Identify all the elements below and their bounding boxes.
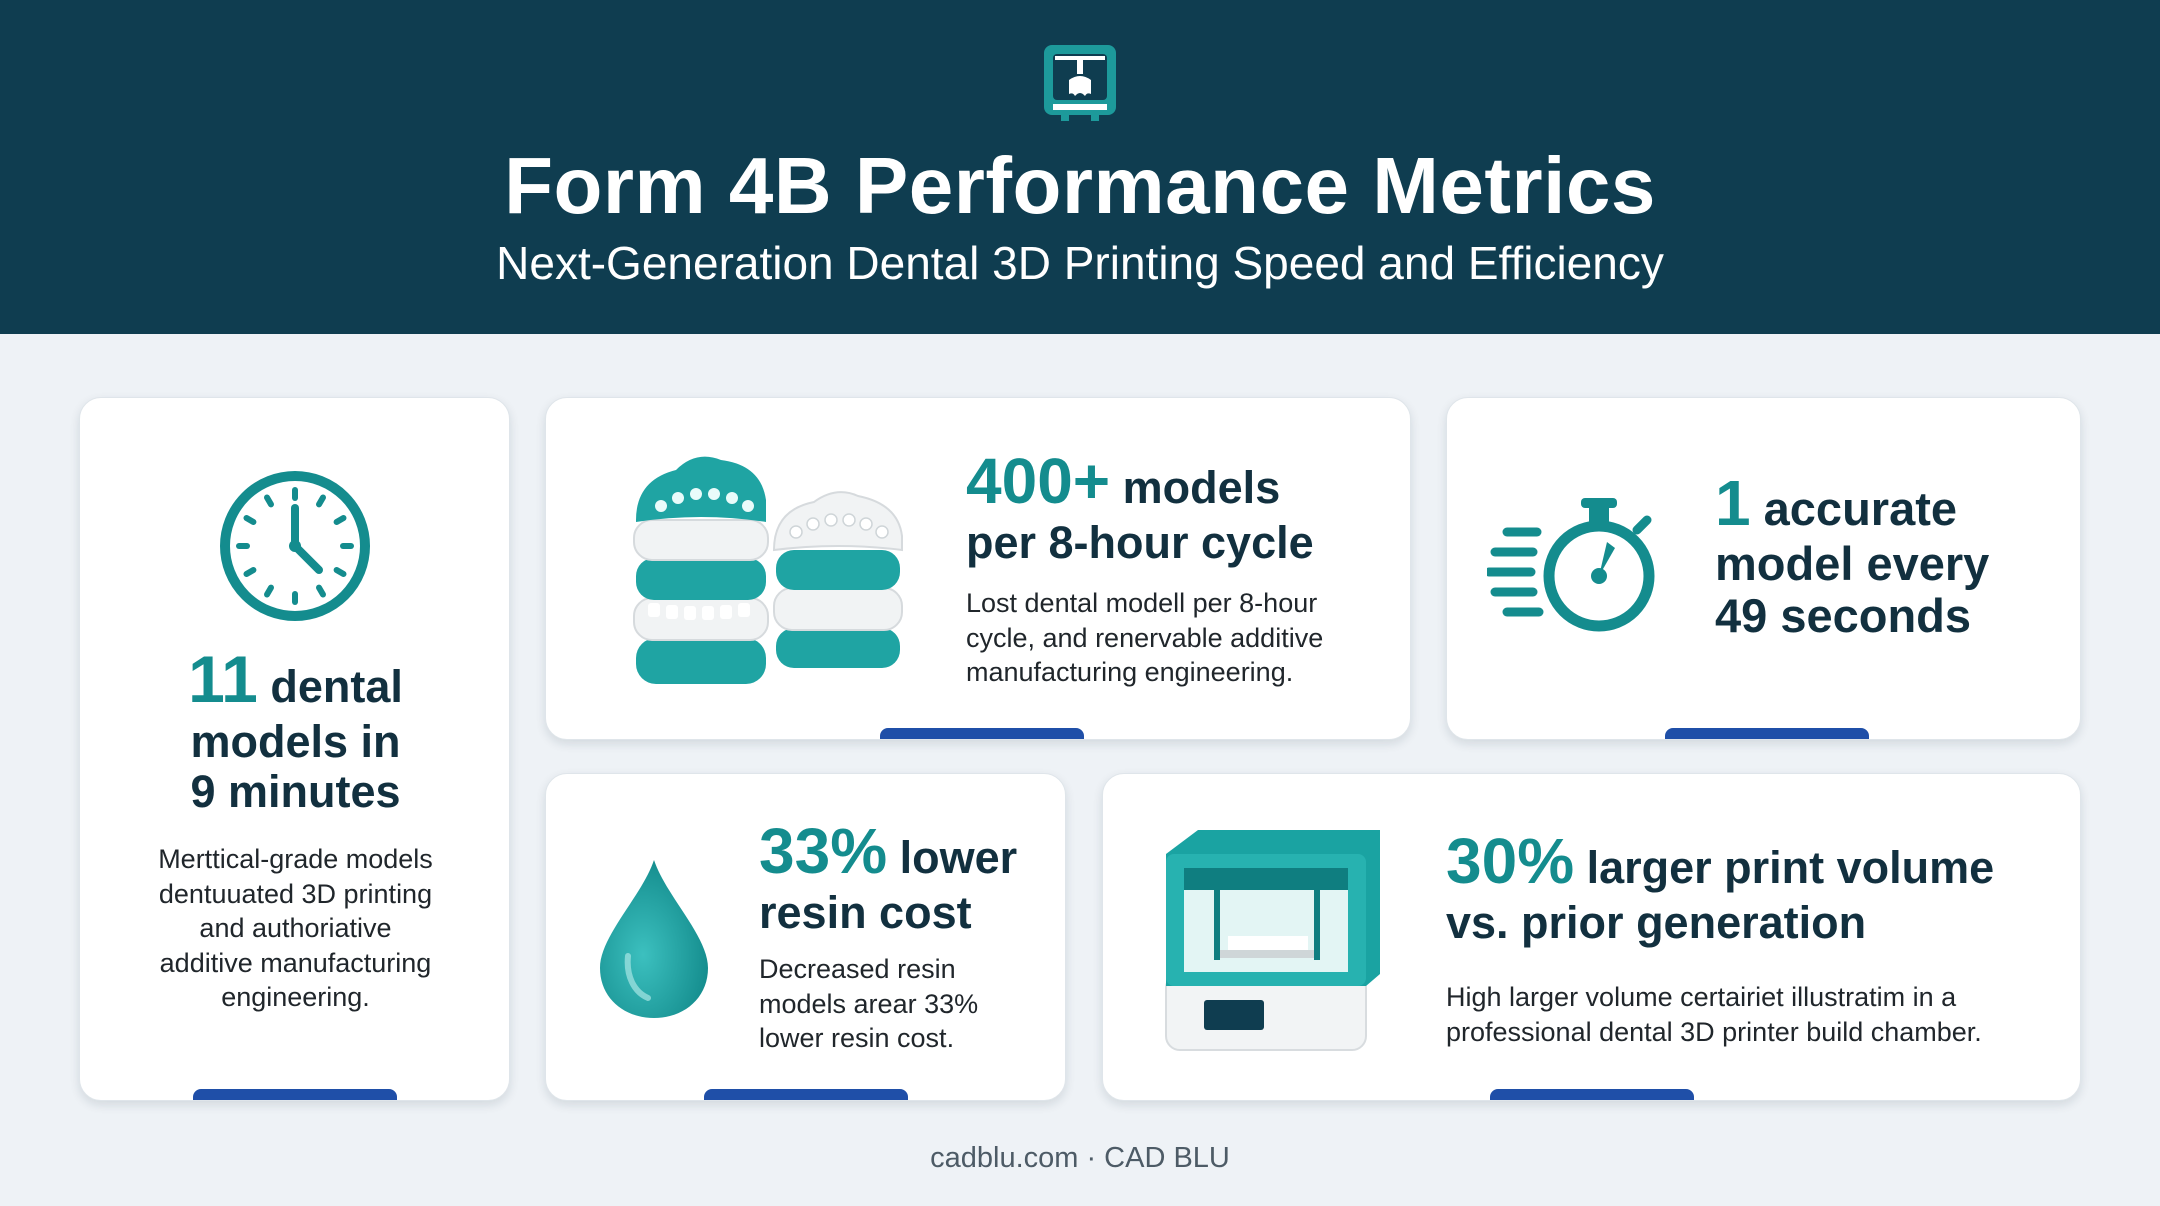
resin-drop-icon bbox=[600, 860, 708, 1018]
accent-bar bbox=[880, 728, 1084, 739]
metric-highlight: 33% bbox=[759, 815, 888, 887]
metric-label: model every bbox=[1715, 537, 1990, 591]
metric-label: accurate bbox=[1763, 482, 1958, 535]
metric-highlight: 1 bbox=[1715, 467, 1751, 539]
metric-highlight: 400+ bbox=[966, 445, 1111, 517]
metric-card-print-volume: 30% larger print volume vs. prior genera… bbox=[1102, 773, 2081, 1101]
accent-bar bbox=[1665, 728, 1869, 739]
metric-label: models in bbox=[190, 715, 401, 767]
metric-card-resin-cost: 33% lower resin cost Decreased resin mod… bbox=[545, 773, 1066, 1101]
metric-label: vs. prior generation bbox=[1446, 896, 1867, 948]
metric-card-11-models: 11 dental models in 9 minutes Merttical-… bbox=[79, 397, 510, 1101]
metric-label: lower bbox=[899, 832, 1018, 883]
page-subtitle: Next-Generation Dental 3D Printing Speed… bbox=[496, 237, 1664, 289]
clock-icon bbox=[220, 471, 370, 621]
printer-tooth-icon bbox=[1044, 45, 1116, 121]
dental-models-stack-icon bbox=[633, 456, 903, 684]
metric-highlight: 11 bbox=[188, 642, 258, 716]
accent-bar bbox=[704, 1089, 908, 1100]
accent-bar bbox=[1490, 1089, 1694, 1100]
metric-card-49-seconds: 1 accurate model every 49 seconds bbox=[1446, 397, 2081, 740]
metric-label: dental bbox=[270, 661, 403, 712]
metric-description: Merttical-grade models dentuuated 3D pri… bbox=[158, 844, 433, 1013]
page-title: Form 4B Performance Metrics bbox=[504, 141, 1656, 230]
stopwatch-speed-icon bbox=[1487, 498, 1655, 632]
metric-highlight: 30% bbox=[1446, 825, 1575, 897]
metric-description: High larger volume certairiet illustrati… bbox=[1446, 982, 1982, 1047]
metric-label: 9 minutes bbox=[190, 766, 401, 818]
header-banner: Form 4B Performance Metrics Next-Generat… bbox=[0, 0, 2160, 334]
metric-card-400-models: 400+ models per 8-hour cycle Lost dental… bbox=[545, 397, 1411, 740]
3d-printer-icon bbox=[1165, 830, 1380, 1051]
metric-label: models bbox=[1122, 462, 1281, 513]
accent-bar bbox=[193, 1089, 397, 1100]
metric-description: Lost dental modell per 8-hour cycle, and… bbox=[966, 588, 1324, 688]
metric-label: 49 seconds bbox=[1715, 589, 1972, 643]
metric-label: larger print volume bbox=[1586, 842, 1995, 893]
footer-credit: cadblu.com · CAD BLU bbox=[930, 1142, 1230, 1174]
metric-label: resin cost bbox=[759, 886, 972, 938]
metric-description: Decreased resin models arear 33% lower r… bbox=[759, 954, 979, 1054]
metric-label: per 8-hour cycle bbox=[966, 516, 1314, 568]
